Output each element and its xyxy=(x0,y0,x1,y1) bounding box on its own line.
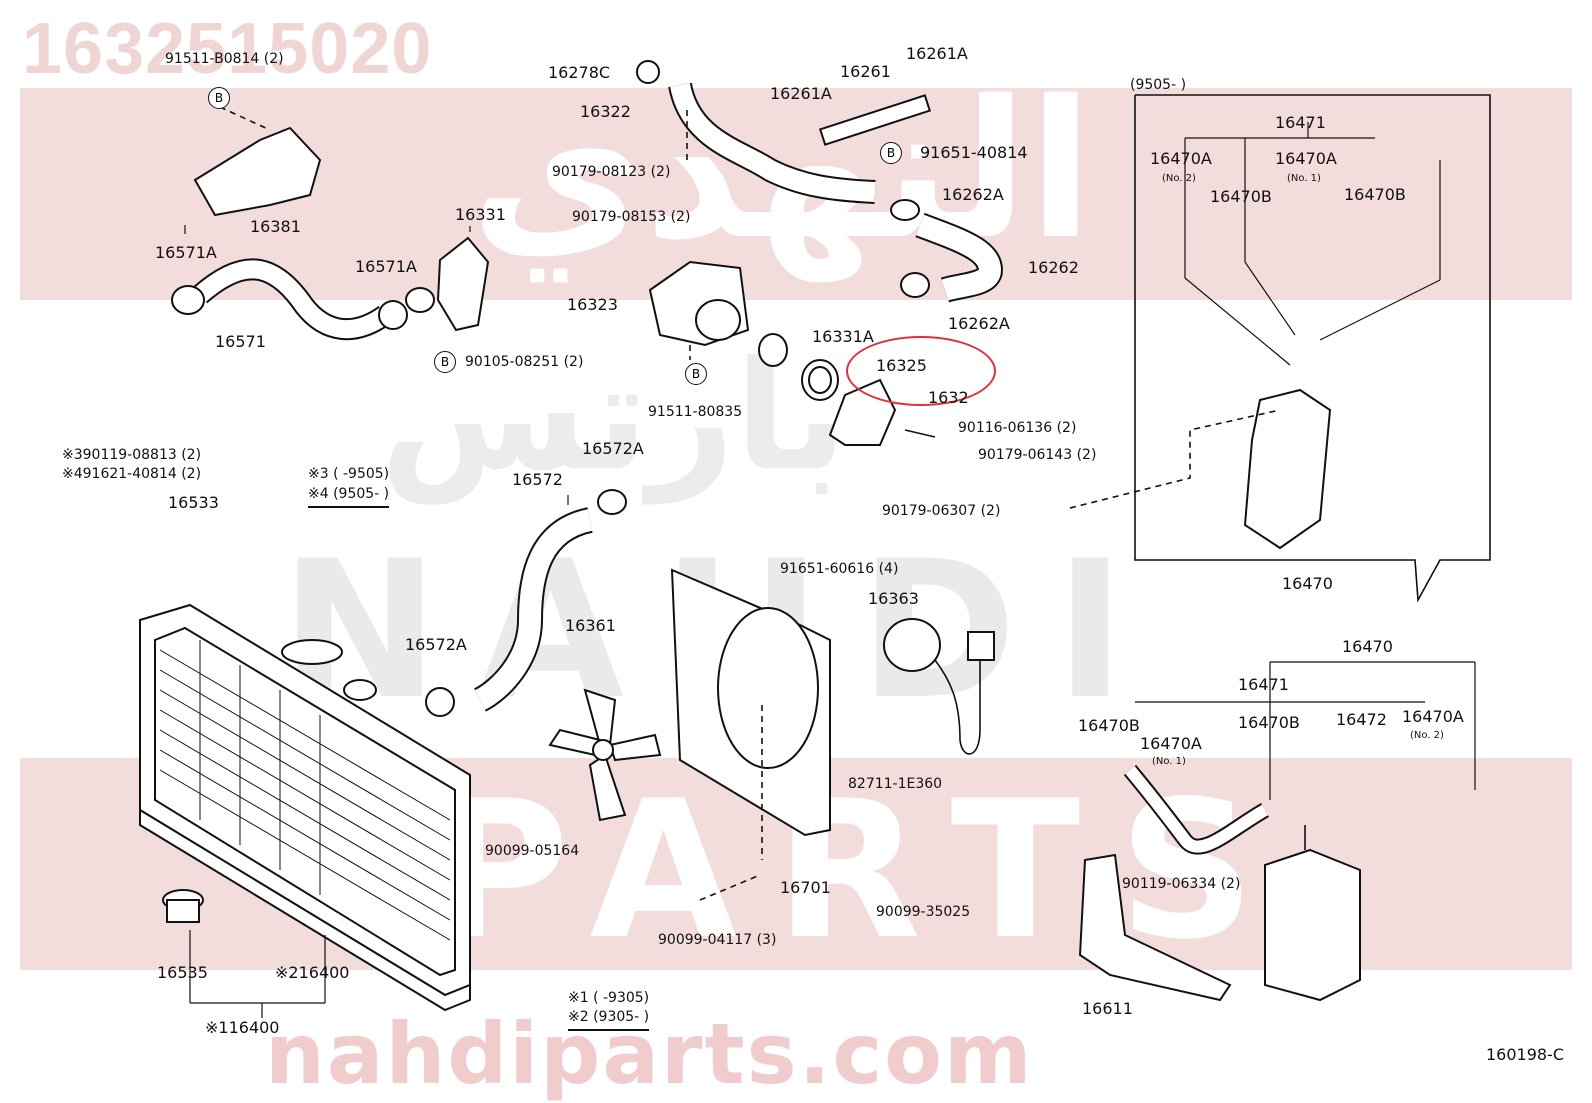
part-label: 16572A xyxy=(405,635,467,654)
part-label: 90179-06307 (2) xyxy=(882,503,1001,519)
part-label: 90099-04117 (3) xyxy=(658,932,777,948)
part-label: 90099-35025 xyxy=(876,904,971,920)
part-label: 90119-06334 (2) xyxy=(1122,876,1241,892)
part-label: 16701 xyxy=(780,878,831,897)
part-label: 16470 xyxy=(1282,574,1333,593)
applicability-note: ※2 (9305- ) xyxy=(568,1008,650,1031)
applicability-note: ※1 ( -9305) xyxy=(568,990,650,1006)
part-label: 91651-40814 xyxy=(920,143,1028,162)
part-label: 1632 xyxy=(928,388,969,407)
part-label: 90179-08153 (2) xyxy=(572,209,691,225)
part-label: 16322 xyxy=(580,102,631,121)
applicability-note: ※3 ( -9505) xyxy=(308,466,390,482)
bolt-marker-icon: B xyxy=(880,142,902,164)
part-label: 90116-06136 (2) xyxy=(958,420,1077,436)
part-label: 16331A xyxy=(812,327,874,346)
bolt-marker-icon: B xyxy=(685,363,707,385)
part-label: (No. 1) xyxy=(1287,173,1321,184)
part-label: 16470 xyxy=(1342,637,1393,656)
reserve-tank-16470-drawing xyxy=(1264,848,1361,1002)
fan-16361-drawing xyxy=(548,688,662,822)
part-number-heading: 1632515020 xyxy=(22,9,433,89)
part-label: 91651-60616 (4) xyxy=(780,561,899,577)
part-label: ※116400 xyxy=(205,1018,280,1037)
part-label: 16471 xyxy=(1238,675,1289,694)
part-label: ※491621-40814 (2) xyxy=(62,466,202,482)
part-label: 90105-08251 (2) xyxy=(465,354,584,370)
part-label: 16535 xyxy=(157,963,208,982)
part-label: ※390119-08813 (2) xyxy=(62,447,202,463)
part-label: 16533 xyxy=(168,493,219,512)
part-label: 16278C xyxy=(548,63,611,82)
part-label: 91511-B0814 (2) xyxy=(165,51,284,67)
part-label: 90099-05164 xyxy=(485,843,580,859)
part-label: 16611 xyxy=(1082,999,1133,1018)
tube-16261-drawing xyxy=(818,94,932,146)
bracket-16381-drawing xyxy=(193,126,322,217)
part-label: 16361 xyxy=(565,616,616,635)
part-label: 16470B xyxy=(1238,713,1300,732)
part-label: 16571A xyxy=(355,257,417,276)
part-label: 16262 xyxy=(1028,258,1079,277)
bolt-marker-icon: B xyxy=(208,87,230,109)
part-label: 16262A xyxy=(942,185,1004,204)
part-label: 16261A xyxy=(770,84,832,103)
part-label: 82711-1E360 xyxy=(848,776,943,792)
bolt-marker-icon: B xyxy=(434,351,456,373)
part-label: ※216400 xyxy=(275,963,350,982)
part-label: 90179-06143 (2) xyxy=(978,447,1097,463)
part-label: 16470B xyxy=(1344,185,1406,204)
highlight-ring xyxy=(846,336,996,406)
water-outlet-16331-drawing xyxy=(436,236,490,332)
part-label: 16261 xyxy=(840,62,891,81)
part-label: 16381 xyxy=(250,217,301,236)
part-label: 16470A xyxy=(1275,149,1337,168)
part-label: 16470B xyxy=(1078,716,1140,735)
part-label: 16471 xyxy=(1275,113,1326,132)
watermark-site-url: nahdiparts.com xyxy=(265,1005,1034,1103)
part-label: (No. 2) xyxy=(1162,173,1196,184)
part-label: (No. 1) xyxy=(1152,756,1186,767)
part-label: 16572 xyxy=(512,470,563,489)
part-label: 16472 xyxy=(1336,710,1387,729)
part-label: 16572A xyxy=(582,439,644,458)
part-label: 16262A xyxy=(948,314,1010,333)
part-label: 91511-80835 xyxy=(648,404,743,420)
applicability-note: ※4 (9505- ) xyxy=(308,485,390,508)
reserve-tank-box xyxy=(1134,94,1491,603)
part-label: 16571 xyxy=(215,332,266,351)
part-label: 16363 xyxy=(868,589,919,608)
fan-motor-16363-drawing xyxy=(883,618,941,672)
part-label: (No. 2) xyxy=(1410,730,1444,741)
part-label: 16470A xyxy=(1140,734,1202,753)
part-label: 16470A xyxy=(1402,707,1464,726)
part-label: 16571A xyxy=(155,243,217,262)
part-label: (9505- ) xyxy=(1130,77,1187,93)
part-label: 16470B xyxy=(1210,187,1272,206)
diagram-reference: 160198-C xyxy=(1485,1045,1564,1064)
tank-bracket-16611-drawing xyxy=(1078,853,1232,1002)
part-label: 16331 xyxy=(455,205,506,224)
part-label: 16470A xyxy=(1150,149,1212,168)
part-label: 16323 xyxy=(567,295,618,314)
part-label: 90179-08123 (2) xyxy=(552,164,671,180)
part-label: 16261A xyxy=(906,44,968,63)
highlighted-part-label: 16325 xyxy=(876,356,927,375)
radiator-drawing xyxy=(139,603,471,1012)
